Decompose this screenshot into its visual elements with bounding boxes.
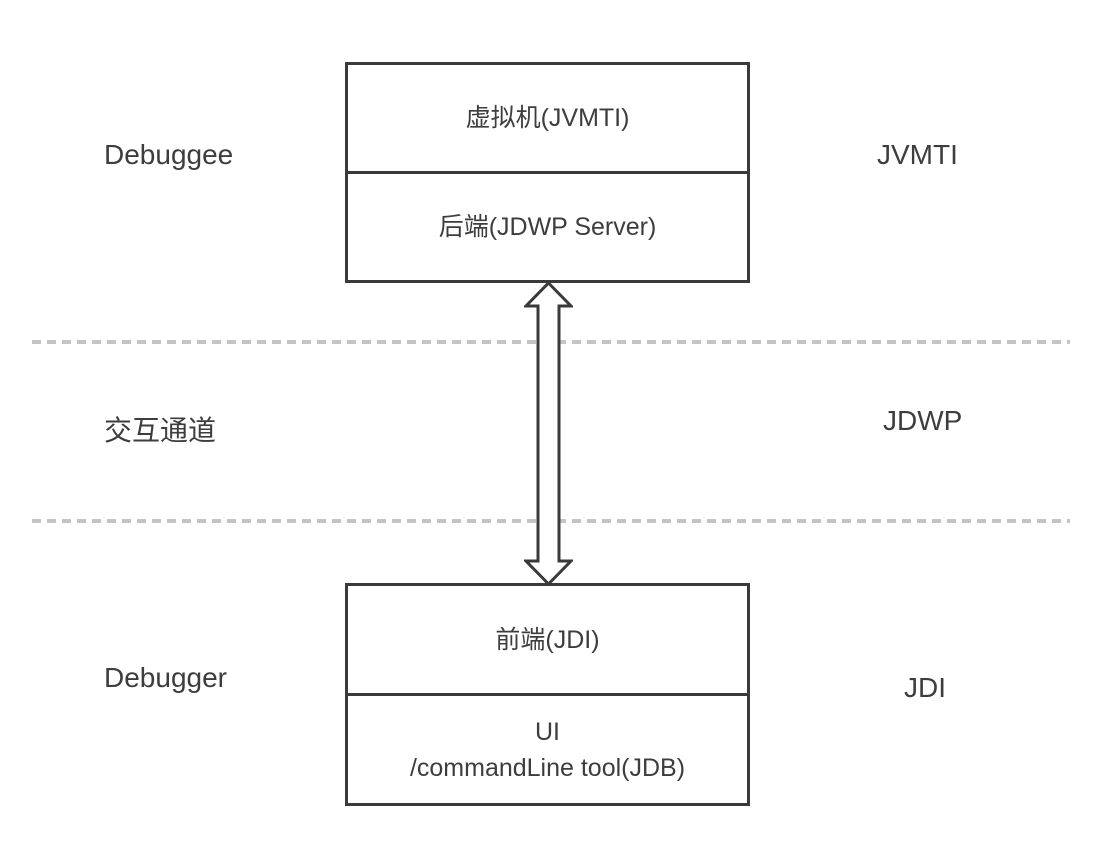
double-arrow-icon xyxy=(524,281,573,586)
label-debuggee: Debuggee xyxy=(104,139,234,170)
debuggee-box: 虚拟机(JVMTI) 后端(JDWP Server) xyxy=(345,62,750,283)
ui-cell: UI /commandLine tool(JDB) xyxy=(348,696,747,803)
frontend-cell: 前端(JDI) xyxy=(348,586,747,696)
ui-cell-line1: UI xyxy=(535,717,560,746)
label-debugger: Debugger xyxy=(104,662,227,693)
label-interaction-channel: 交互通道 xyxy=(104,415,217,446)
vm-cell: 虚拟机(JVMTI) xyxy=(348,65,747,174)
vm-cell-label: 虚拟机(JVMTI) xyxy=(465,104,630,132)
backend-cell-label: 后端(JDWP Server) xyxy=(438,213,657,241)
ui-cell-line2: /commandLine tool(JDB) xyxy=(409,753,686,782)
backend-cell: 后端(JDWP Server) xyxy=(348,174,747,280)
label-jvmti: JVMTI xyxy=(877,139,958,170)
label-jdwp: JDWP xyxy=(883,405,963,436)
debugger-box: 前端(JDI) UI /commandLine tool(JDB) xyxy=(345,583,750,806)
ui-cell-label: UI /commandLine tool(JDB) xyxy=(410,714,685,786)
frontend-cell-label: 前端(JDI) xyxy=(495,625,600,654)
label-jdi: JDI xyxy=(904,672,946,703)
